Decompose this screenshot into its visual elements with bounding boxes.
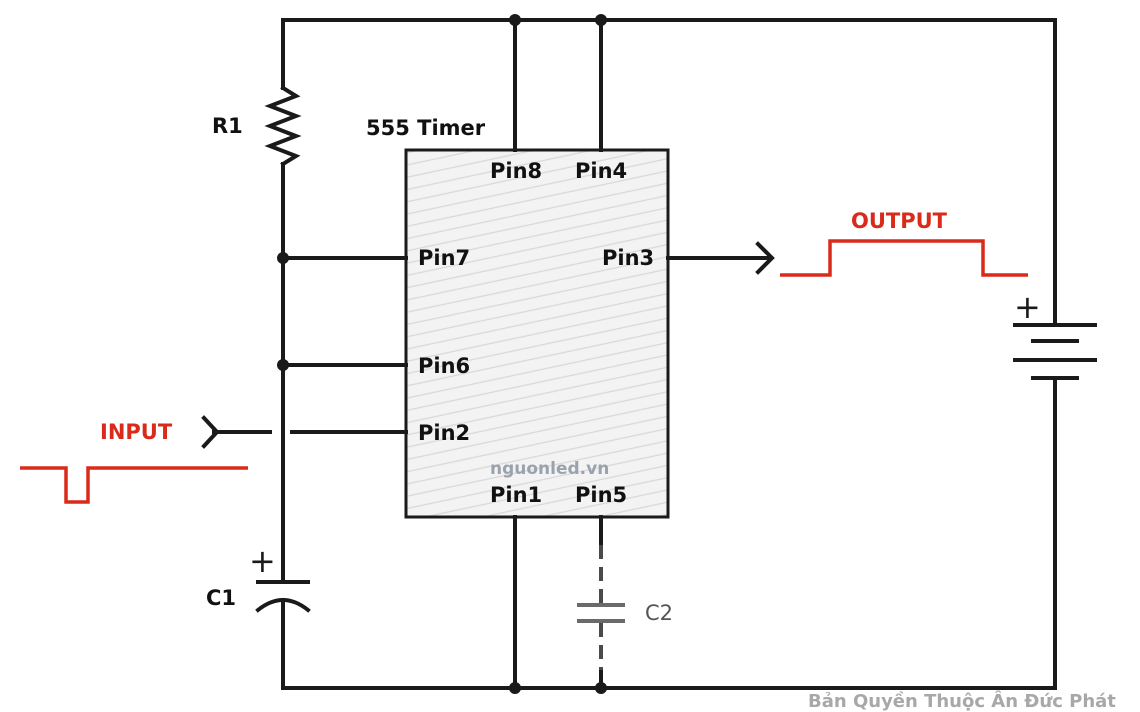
c1-label: C1 xyxy=(206,586,236,610)
junction-node-pin1 xyxy=(509,682,521,694)
c2-label: C2 xyxy=(645,601,673,625)
c1-plus-sign: + xyxy=(249,542,276,580)
junction-node-pin8 xyxy=(509,14,521,26)
resistor-r1 xyxy=(264,85,302,167)
output-waveform xyxy=(780,239,1028,277)
input-arrow-icon xyxy=(201,415,220,449)
input-waveform xyxy=(20,466,248,504)
battery-plus-sign: + xyxy=(1014,288,1041,326)
output-arrow-icon xyxy=(755,241,775,275)
pin7-label: Pin7 xyxy=(418,246,470,270)
pin6-label: Pin6 xyxy=(418,354,470,378)
junction-node-pin5 xyxy=(595,682,607,694)
chip-title: 555 Timer xyxy=(366,116,486,140)
pin5-label: Pin5 xyxy=(575,483,627,507)
junction-node-pin6 xyxy=(277,359,289,371)
junction-node-pin4 xyxy=(595,14,607,26)
output-label: OUTPUT xyxy=(851,209,948,233)
pin8-label: Pin8 xyxy=(490,159,542,183)
timer-555-chip xyxy=(404,148,670,519)
r1-label: R1 xyxy=(212,114,243,138)
pin2-label: Pin2 xyxy=(418,421,470,445)
input-label: INPUT xyxy=(100,420,173,444)
pin1-label: Pin1 xyxy=(490,483,542,507)
watermark-text: nguonled.vn xyxy=(490,459,609,479)
pin4-label: Pin4 xyxy=(575,159,627,183)
pin3-label: Pin3 xyxy=(602,246,654,270)
copyright-text: Bản Quyền Thuộc Ân Đức Phát xyxy=(808,690,1116,712)
junction-node-pin7 xyxy=(277,252,289,264)
